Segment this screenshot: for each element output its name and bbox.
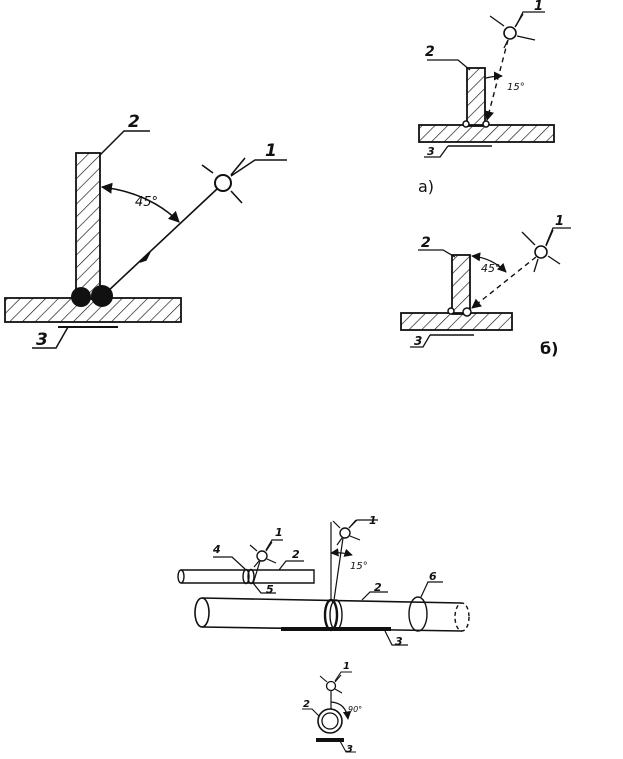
large-pipe-right-end <box>454 602 470 632</box>
fig-a-leader-source <box>515 11 545 27</box>
pipe-welding-diagram: 15° 4 1 2 5 1 2 6 3 <box>177 514 470 648</box>
small-pipe-end <box>177 569 185 584</box>
section-label-source: 1 <box>343 661 350 672</box>
pipe-leader-joint <box>252 582 276 594</box>
pipe-label-clamp: 4 <box>212 543 221 556</box>
large-angle-arc <box>100 182 180 223</box>
pipe-label-ring: 6 <box>429 570 437 583</box>
pipe-label-joint: 5 <box>266 583 274 596</box>
fig-b-diagram: 45° 2 1 3 б) <box>400 214 571 358</box>
fig-a-label-rib: 2 <box>425 44 435 60</box>
light-source-icon <box>319 674 343 694</box>
large-label-base: 3 <box>36 330 48 350</box>
pipe-label-large-pipe: 2 <box>374 581 382 594</box>
large-weld-bead-left <box>71 287 91 307</box>
large-weld-bead-right <box>91 285 113 307</box>
fig-b-angle-label: 45° <box>481 262 501 275</box>
fig-b-angle-arc <box>471 252 507 273</box>
fig-a-diagram: 15° 2 1 3 а) <box>418 0 555 196</box>
light-source-icon <box>489 13 536 49</box>
section-angle-arc <box>330 701 352 720</box>
large-leader-rib <box>99 130 150 156</box>
section-label-base: 3 <box>346 744 353 755</box>
pipe-angle-label: 15° <box>350 561 368 572</box>
large-pipe-ring <box>408 596 428 632</box>
fig-b-weld-left <box>447 307 455 315</box>
section-pipe-inner <box>321 712 339 730</box>
section-angle-label: 90° <box>348 705 362 714</box>
fig-a-caption: а) <box>418 177 434 196</box>
pipe-leader-base <box>384 630 408 646</box>
light-source-icon <box>201 157 246 204</box>
fig-b-weld-right <box>462 307 472 317</box>
fig-b-label-rib: 2 <box>421 235 431 251</box>
fig-b-leader-source <box>545 227 571 246</box>
fig-b-caption: б) <box>540 339 558 358</box>
pipe-leader-large-pipe <box>361 591 388 601</box>
large-vertical-rib <box>75 152 101 300</box>
fig-a-angle-label: 15° <box>507 82 525 93</box>
large-angle-label: 45° <box>135 195 158 210</box>
fig-b-vertical-rib <box>451 254 471 315</box>
large-label-source: 1 <box>265 141 277 161</box>
mid-source-beam-inclined <box>333 537 344 601</box>
large-beam-arrow <box>106 188 218 293</box>
section-leader-source <box>334 671 352 682</box>
pipe-label-source-left: 1 <box>275 526 283 539</box>
fig-b-label-base: 3 <box>414 334 422 348</box>
large-pipe-left-end <box>194 597 210 628</box>
pipe-label-base: 3 <box>395 635 403 648</box>
pipe-leader-clamp <box>213 556 246 570</box>
fig-b-label-source: 1 <box>555 214 564 229</box>
light-source-icon <box>249 541 277 568</box>
large-label-rib: 2 <box>128 112 140 132</box>
small-pipe-joint <box>242 568 250 585</box>
fig-a-weld-left <box>462 120 470 128</box>
pipe-section-diagram: 90° 1 2 3 <box>302 661 362 755</box>
large-leader-base <box>32 326 69 349</box>
arrow-icon <box>139 251 151 263</box>
section-pipe-outer <box>317 708 343 734</box>
light-source-icon <box>332 519 361 546</box>
fig-b-leader-rib <box>418 249 456 258</box>
pipe-label-source-mid: 1 <box>369 514 377 527</box>
large-t-joint-diagram: 45° 2 1 3 <box>4 112 287 350</box>
pipe-angle-arc <box>330 548 353 557</box>
pipe-leader-source-left <box>265 539 283 551</box>
pipe-leader-source-mid <box>348 519 378 529</box>
section-leader-base <box>339 740 356 753</box>
fig-a-vertical-rib <box>466 67 486 127</box>
pipe-label-small-pipe: 2 <box>292 548 300 561</box>
small-pipe-joint-2 <box>247 568 255 585</box>
pipe-leader-small-pipe <box>278 560 304 571</box>
fig-b-leader-base <box>410 334 431 348</box>
fig-a-weld-right <box>482 120 490 128</box>
section-leader-pipe <box>302 708 320 717</box>
section-label-pipe: 2 <box>303 699 310 710</box>
fig-b-beam-dashed <box>471 256 537 309</box>
fig-a-angle-arc <box>485 71 503 81</box>
fig-a-leader-base <box>424 145 449 158</box>
light-source-icon <box>521 229 561 273</box>
large-leader-source <box>230 159 287 177</box>
fig-a-beam-dashed <box>484 39 509 121</box>
pipe-leader-ring <box>420 581 443 598</box>
left-source-beam <box>252 560 261 585</box>
fig-a-label-base: 3 <box>427 145 435 158</box>
fig-a-label-source: 1 <box>534 0 543 14</box>
fig-a-leader-rib <box>427 59 471 71</box>
fig-b-base-plate <box>400 312 513 331</box>
